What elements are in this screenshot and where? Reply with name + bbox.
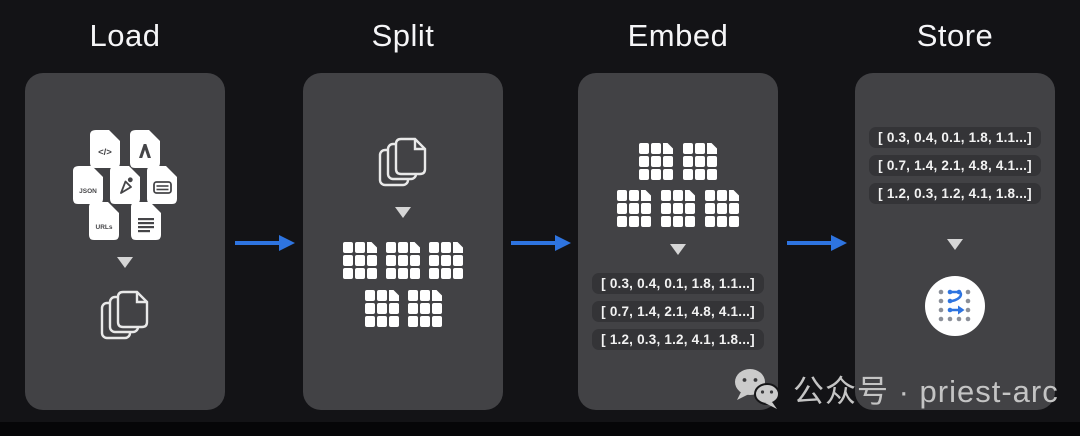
flow-arrow-split-to-embed <box>511 235 571 251</box>
urls-file-icon: URLs <box>89 202 119 240</box>
code-file-label: </> <box>98 147 112 158</box>
vector-row: [ 1.2, 0.3, 1.2, 4.1, 1.8...] <box>869 182 1041 204</box>
bottom-letterbox <box>0 422 1080 436</box>
pen-file-icon <box>110 166 140 204</box>
embed-vector-list: [ 0.3, 0.4, 0.1, 1.8, 1.1...] [ 0.7, 1.4… <box>592 269 764 353</box>
load-panel: </> JSON URLs <box>25 73 225 410</box>
vector-row: [ 0.7, 1.4, 2.1, 4.8, 4.1...] <box>869 154 1041 176</box>
watermark-text: 公众号 · priest-arc <box>793 374 1059 409</box>
chunk-icon <box>705 190 739 227</box>
load-doc-row-1: </> <box>90 130 160 168</box>
chunk-icon <box>639 143 673 180</box>
flow-arrow-embed-to-store <box>787 235 847 251</box>
chunk-row <box>364 290 442 327</box>
chunk-icon <box>617 190 651 227</box>
urls-file-label: URLs <box>96 224 113 231</box>
document-stack-icon <box>378 137 427 187</box>
chunk-icon <box>364 290 399 327</box>
json-file-label: JSON <box>79 188 97 195</box>
vector-row: [ 0.3, 0.4, 0.1, 1.8, 1.1...] <box>869 126 1041 148</box>
load-doc-row-2: JSON <box>73 166 177 204</box>
stage-title-embed: Embed <box>627 18 729 53</box>
chunk-icon <box>386 242 420 279</box>
vector-row: [ 0.3, 0.4, 0.1, 1.8, 1.1...] <box>592 272 764 294</box>
down-arrow-icon <box>395 207 411 218</box>
stage-title-store: Store <box>916 18 994 53</box>
watermark: 公众号 · priest-arc <box>733 366 1059 411</box>
load-doc-row-3: URLs <box>89 202 161 240</box>
pdf-file-icon <box>130 130 160 168</box>
card-file-icon <box>147 166 177 204</box>
vector-row: [ 1.2, 0.3, 1.2, 4.1, 1.8...] <box>592 328 764 350</box>
text-file-icon <box>131 202 161 240</box>
wechat-icon <box>735 368 780 409</box>
chunk-row <box>639 143 717 180</box>
vector-store-icon <box>925 276 985 336</box>
flow-arrow-load-to-split <box>235 235 295 251</box>
split-panel <box>303 73 503 410</box>
code-file-icon: </> <box>90 130 120 168</box>
stage-title-split: Split <box>371 18 435 53</box>
down-arrow-icon <box>117 257 133 268</box>
json-file-icon: JSON <box>73 166 103 204</box>
down-arrow-icon <box>947 239 963 250</box>
vector-row: [ 0.7, 1.4, 2.1, 4.8, 4.1...] <box>592 300 764 322</box>
embed-panel: [ 0.3, 0.4, 0.1, 1.8, 1.1...] [ 0.7, 1.4… <box>578 73 778 410</box>
document-stack-icon <box>100 290 149 340</box>
chunk-icon <box>429 242 463 279</box>
down-arrow-icon <box>670 244 686 255</box>
store-panel: [ 0.3, 0.4, 0.1, 1.8, 1.1...] [ 0.7, 1.4… <box>855 73 1055 410</box>
chunk-icon <box>683 143 717 180</box>
stage-title-load: Load <box>89 18 161 53</box>
chunk-icon <box>661 190 695 227</box>
chunk-icon <box>407 290 442 327</box>
chunk-row <box>343 242 463 279</box>
chunk-row <box>617 190 739 227</box>
chunk-icon <box>343 242 377 279</box>
store-vector-list: [ 0.3, 0.4, 0.1, 1.8, 1.1...] [ 0.7, 1.4… <box>869 123 1041 207</box>
